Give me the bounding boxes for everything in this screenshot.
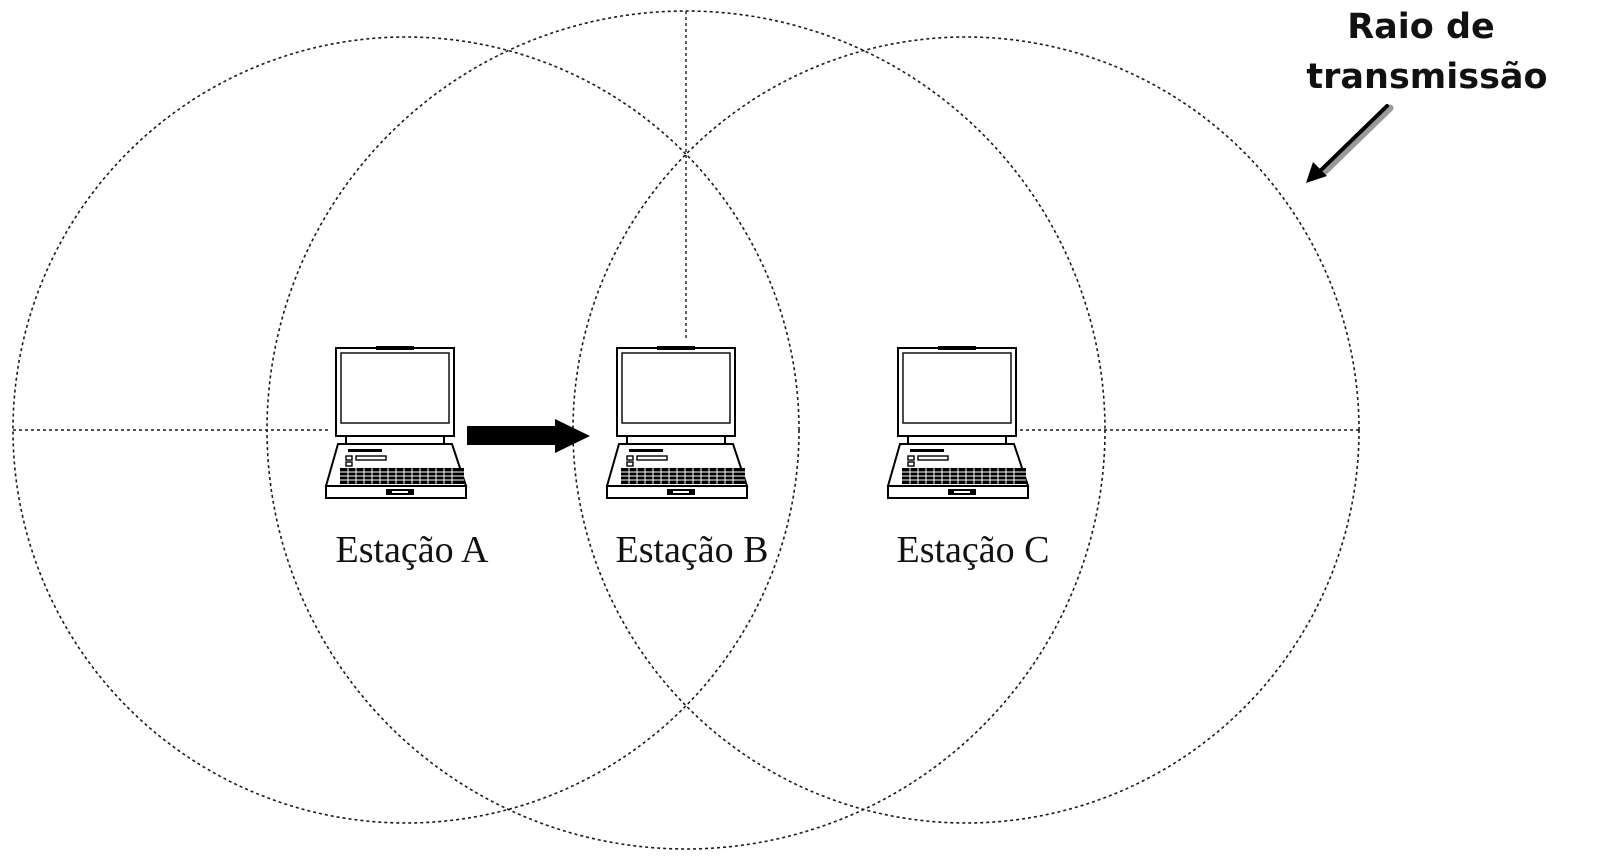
annotation-line-2: transmissão [1306,57,1547,97]
range-circle-a [12,36,800,824]
laptop-icon-station-c [887,345,1029,499]
laptop-icon-station-b [606,345,748,499]
station-label-a: Estação A [335,529,489,571]
laptop-icon-station-a [325,345,467,499]
arrow-right-icon [467,419,590,453]
annotation-line-1: Raio de [1347,7,1495,47]
arrow-down-left-icon [1306,104,1394,183]
station-label-b: Estação B [615,529,768,571]
station-label-c: Estação C [896,529,1049,571]
